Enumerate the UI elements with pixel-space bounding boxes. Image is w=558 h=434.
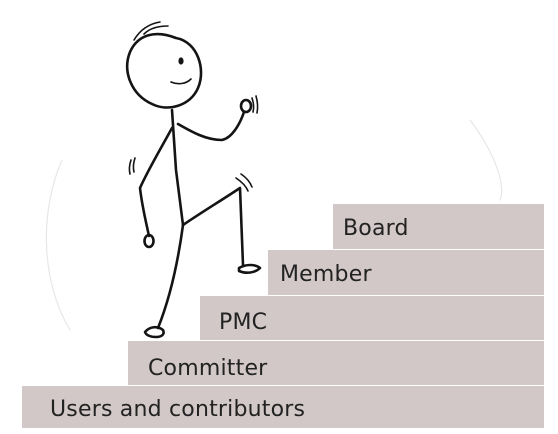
step-label-committer: Committer — [148, 356, 268, 381]
step-label-pmc: PMC — [219, 310, 268, 335]
step-pmc: PMC — [200, 295, 544, 340]
step-member: Member — [268, 249, 544, 295]
step-users: Users and contributors — [22, 385, 544, 428]
step-board: Board — [333, 203, 544, 249]
step-committer: Committer — [128, 340, 544, 385]
step-label-member: Member — [280, 262, 372, 287]
step-label-board: Board — [343, 216, 409, 241]
step-label-users: Users and contributors — [50, 397, 306, 422]
